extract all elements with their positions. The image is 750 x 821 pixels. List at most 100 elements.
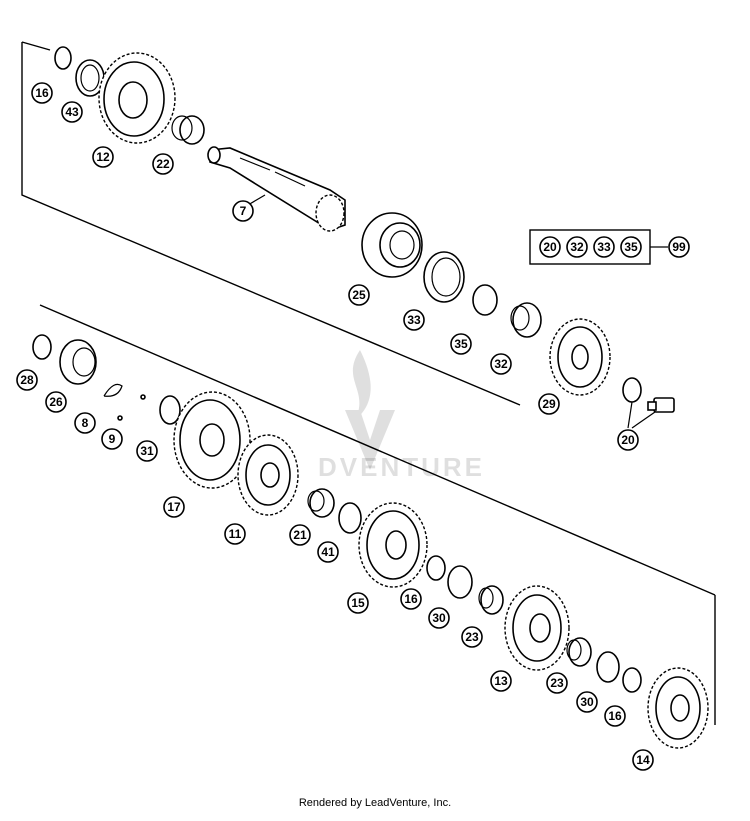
part-number-callout[interactable]: 30 (576, 691, 598, 713)
part-number-callout[interactable]: 26 (45, 391, 67, 413)
part-number-callout[interactable]: 23 (461, 626, 483, 648)
svg-text:22: 22 (156, 157, 170, 171)
part-number-callout[interactable]: 16 (31, 82, 53, 104)
gear-part-14 (647, 667, 709, 749)
svg-text:7: 7 (240, 204, 247, 218)
part-number-callout[interactable]: 23 (546, 672, 568, 694)
svg-text:13: 13 (494, 674, 508, 688)
part-number-callout[interactable]: 20 (617, 429, 639, 451)
svg-text:23: 23 (550, 676, 564, 690)
snap-ring-part (426, 555, 446, 581)
part-number-callout[interactable]: 30 (428, 607, 450, 629)
part-number-callout[interactable]: 15 (347, 592, 369, 614)
ball-bearing-part (361, 212, 423, 278)
part-number-callout[interactable]: 41 (317, 541, 339, 563)
svg-text:32: 32 (570, 240, 584, 254)
part-number-callout[interactable]: 25 (348, 284, 370, 306)
kit-member-callout[interactable]: 33 (593, 236, 615, 258)
part-number-callout[interactable]: 16 (604, 705, 626, 727)
svg-text:8: 8 (82, 416, 89, 430)
gear-part-12 (98, 52, 176, 144)
thrust-washer-part (447, 565, 473, 599)
svg-text:33: 33 (597, 240, 611, 254)
o-ring-part (472, 284, 498, 316)
thrust-washer-part (596, 651, 620, 683)
part-number-callout[interactable]: 32 (490, 353, 512, 375)
svg-text:16: 16 (608, 709, 622, 723)
svg-text:31: 31 (140, 444, 154, 458)
kit-member-callout[interactable]: 20 (539, 236, 561, 258)
part-number-callout[interactable]: 9 (101, 428, 123, 450)
part-number-callout[interactable]: 12 (92, 146, 114, 168)
part-number-callout[interactable]: 13 (490, 670, 512, 692)
sprocket-part (549, 318, 611, 396)
main-shaft-frame (21, 41, 521, 406)
needle-bearing-part (478, 585, 504, 615)
part-number-callout[interactable]: 17 (163, 496, 185, 518)
snap-ring-part (32, 334, 52, 360)
part-number-callout[interactable]: 43 (61, 101, 83, 123)
watermark-text: DVENTURE (318, 452, 486, 482)
ball-bearing-part (59, 339, 97, 385)
countershaft-frame (39, 304, 716, 725)
footer-credit: Rendered by LeadVenture, Inc. (298, 797, 452, 809)
svg-text:43: 43 (65, 105, 79, 119)
flame-logo-icon (345, 350, 395, 470)
washer-part (622, 377, 642, 403)
gear-part-15 (358, 502, 428, 588)
part-number-callout[interactable]: 22 (152, 153, 174, 175)
part-number-callout[interactable]: 16 (400, 588, 422, 610)
svg-text:33: 33 (407, 313, 421, 327)
svg-text:35: 35 (454, 337, 468, 351)
ball-part (117, 415, 123, 421)
part-number-callout[interactable]: 33 (403, 309, 425, 331)
part-number-callout[interactable]: 14 (632, 749, 654, 771)
svg-text:21: 21 (293, 528, 307, 542)
svg-text:12: 12 (96, 150, 110, 164)
svg-text:30: 30 (432, 611, 446, 625)
thrust-washer-part (159, 395, 181, 425)
part-number-callout[interactable]: 29 (538, 393, 560, 415)
gear-part-13 (504, 585, 570, 671)
gear-part-17 (173, 391, 251, 489)
part-number-callout[interactable]: 21 (289, 524, 311, 546)
thrust-washer-part (338, 502, 362, 534)
svg-text:17: 17 (167, 500, 181, 514)
needle-bearing-part (307, 488, 335, 518)
svg-text:35: 35 (624, 240, 638, 254)
snap-ring-part (622, 667, 642, 693)
svg-text:11: 11 (229, 527, 242, 541)
svg-text:26: 26 (49, 395, 63, 409)
svg-text:30: 30 (580, 695, 594, 709)
svg-text:16: 16 (35, 86, 49, 100)
retaining-clip-part (103, 383, 123, 397)
leader-lines (247, 194, 656, 429)
svg-text:32: 32 (494, 357, 508, 371)
svg-text:28: 28 (20, 373, 34, 387)
svg-text:29: 29 (542, 397, 556, 411)
part-number-callout[interactable]: 31 (136, 440, 158, 462)
svg-text:23: 23 (465, 630, 479, 644)
svg-text:20: 20 (621, 433, 635, 447)
part-number-callout[interactable]: 8 (74, 412, 96, 434)
ball-part (140, 394, 146, 400)
part-number-callout[interactable]: 28 (16, 369, 38, 391)
part-number-callout[interactable]: 11 (224, 523, 246, 545)
svg-text:9: 9 (109, 432, 116, 446)
gear-part-11 (237, 434, 299, 516)
kit-member-callout[interactable]: 35 (620, 236, 642, 258)
thrust-washer-inner (80, 64, 100, 92)
sprocket-kit-box (529, 229, 668, 265)
part-number-callout[interactable]: 35 (450, 333, 472, 355)
kit-number-callout[interactable]: 99 (668, 236, 690, 258)
svg-text:16: 16 (404, 592, 418, 606)
svg-text:25: 25 (352, 288, 366, 302)
svg-text:20: 20 (543, 240, 557, 254)
kit-member-callout[interactable]: 32 (566, 236, 588, 258)
bolt-part (647, 397, 675, 413)
svg-text:15: 15 (351, 596, 365, 610)
snap-ring-part (54, 46, 72, 70)
svg-text:99: 99 (672, 240, 686, 254)
part-number-callout[interactable]: 7 (232, 200, 254, 222)
needle-bearing-part (566, 637, 592, 667)
